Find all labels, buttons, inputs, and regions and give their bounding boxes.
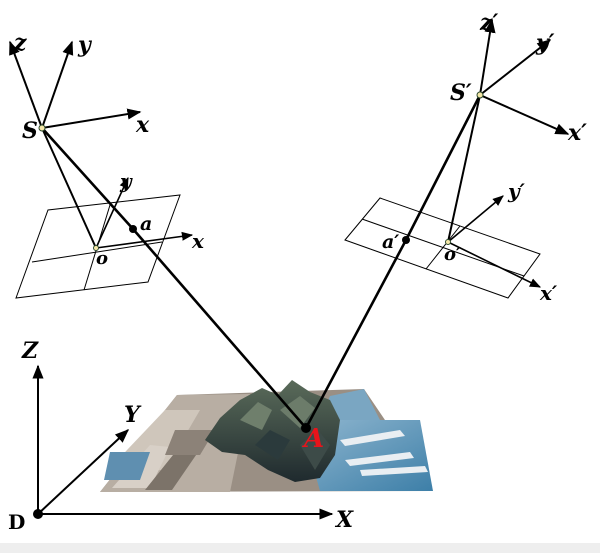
left-principal-point-label: o xyxy=(96,248,108,269)
ground-coordinate-system: Z X Y D xyxy=(8,338,354,534)
left-principal-point xyxy=(93,245,99,251)
left-image-y-axis xyxy=(95,176,129,249)
ground-y-label: Y xyxy=(124,402,142,428)
left-camera-x-axis xyxy=(41,108,142,129)
left-image-point-label: a xyxy=(140,213,152,235)
ground-origin-point xyxy=(33,509,43,519)
left-camera-y-label: y xyxy=(77,32,93,58)
right-image-x-axis xyxy=(447,241,542,288)
right-ray-to-a-prime xyxy=(404,94,482,241)
terrain-image xyxy=(100,380,433,492)
bottom-strip xyxy=(0,543,600,553)
right-camera-y-axis xyxy=(479,39,552,96)
object-point-label: A xyxy=(301,424,324,454)
left-camera-z-label: z xyxy=(13,30,27,56)
right-camera-x-axis xyxy=(479,94,570,135)
ray-object-to-right-image xyxy=(304,239,408,429)
right-principal-axis xyxy=(447,94,481,243)
right-image-x-label: x′ xyxy=(539,281,558,305)
left-image-plane xyxy=(15,194,181,299)
right-plane-gridline xyxy=(425,225,461,270)
right-camera: x′ y′ x′ y′ z′ S′ o′ a′ xyxy=(344,10,587,305)
left-perspective-center-label: S xyxy=(22,118,38,144)
right-principal-point-label: o′ xyxy=(444,244,461,265)
left-camera-y-axis xyxy=(41,40,74,129)
left-perspective-center xyxy=(38,124,46,132)
left-image-x-label: x xyxy=(191,229,205,253)
projection-rays: A xyxy=(132,228,408,454)
ground-origin-label: D xyxy=(8,510,25,534)
right-image-plane xyxy=(344,197,541,299)
right-principal-point xyxy=(445,239,451,245)
left-image-y-label: y xyxy=(119,169,133,193)
right-image-y-label: y′ xyxy=(507,179,526,203)
right-image-y-axis xyxy=(447,195,504,243)
right-camera-x-label: x′ xyxy=(567,120,587,146)
ground-z-label: Z xyxy=(21,338,39,364)
left-camera: x y x y z S o a xyxy=(9,30,205,299)
ray-left-image-to-object xyxy=(132,228,307,429)
left-plane-gridline xyxy=(31,241,163,263)
right-image-point-label: a′ xyxy=(382,231,399,253)
left-camera-z-axis xyxy=(9,40,43,129)
object-point xyxy=(301,423,311,433)
right-camera-y-label: y′ xyxy=(535,30,555,56)
left-camera-x-label: x xyxy=(135,112,150,138)
right-perspective-center-label: S′ xyxy=(450,80,472,106)
right-perspective-center xyxy=(476,91,484,99)
ground-y-axis xyxy=(37,429,130,515)
left-ray-to-a xyxy=(41,127,134,230)
right-camera-z-axis xyxy=(479,18,496,96)
ground-x-label: X xyxy=(334,507,354,533)
right-camera-z-label: z′ xyxy=(479,10,498,36)
left-principal-axis xyxy=(41,127,97,249)
